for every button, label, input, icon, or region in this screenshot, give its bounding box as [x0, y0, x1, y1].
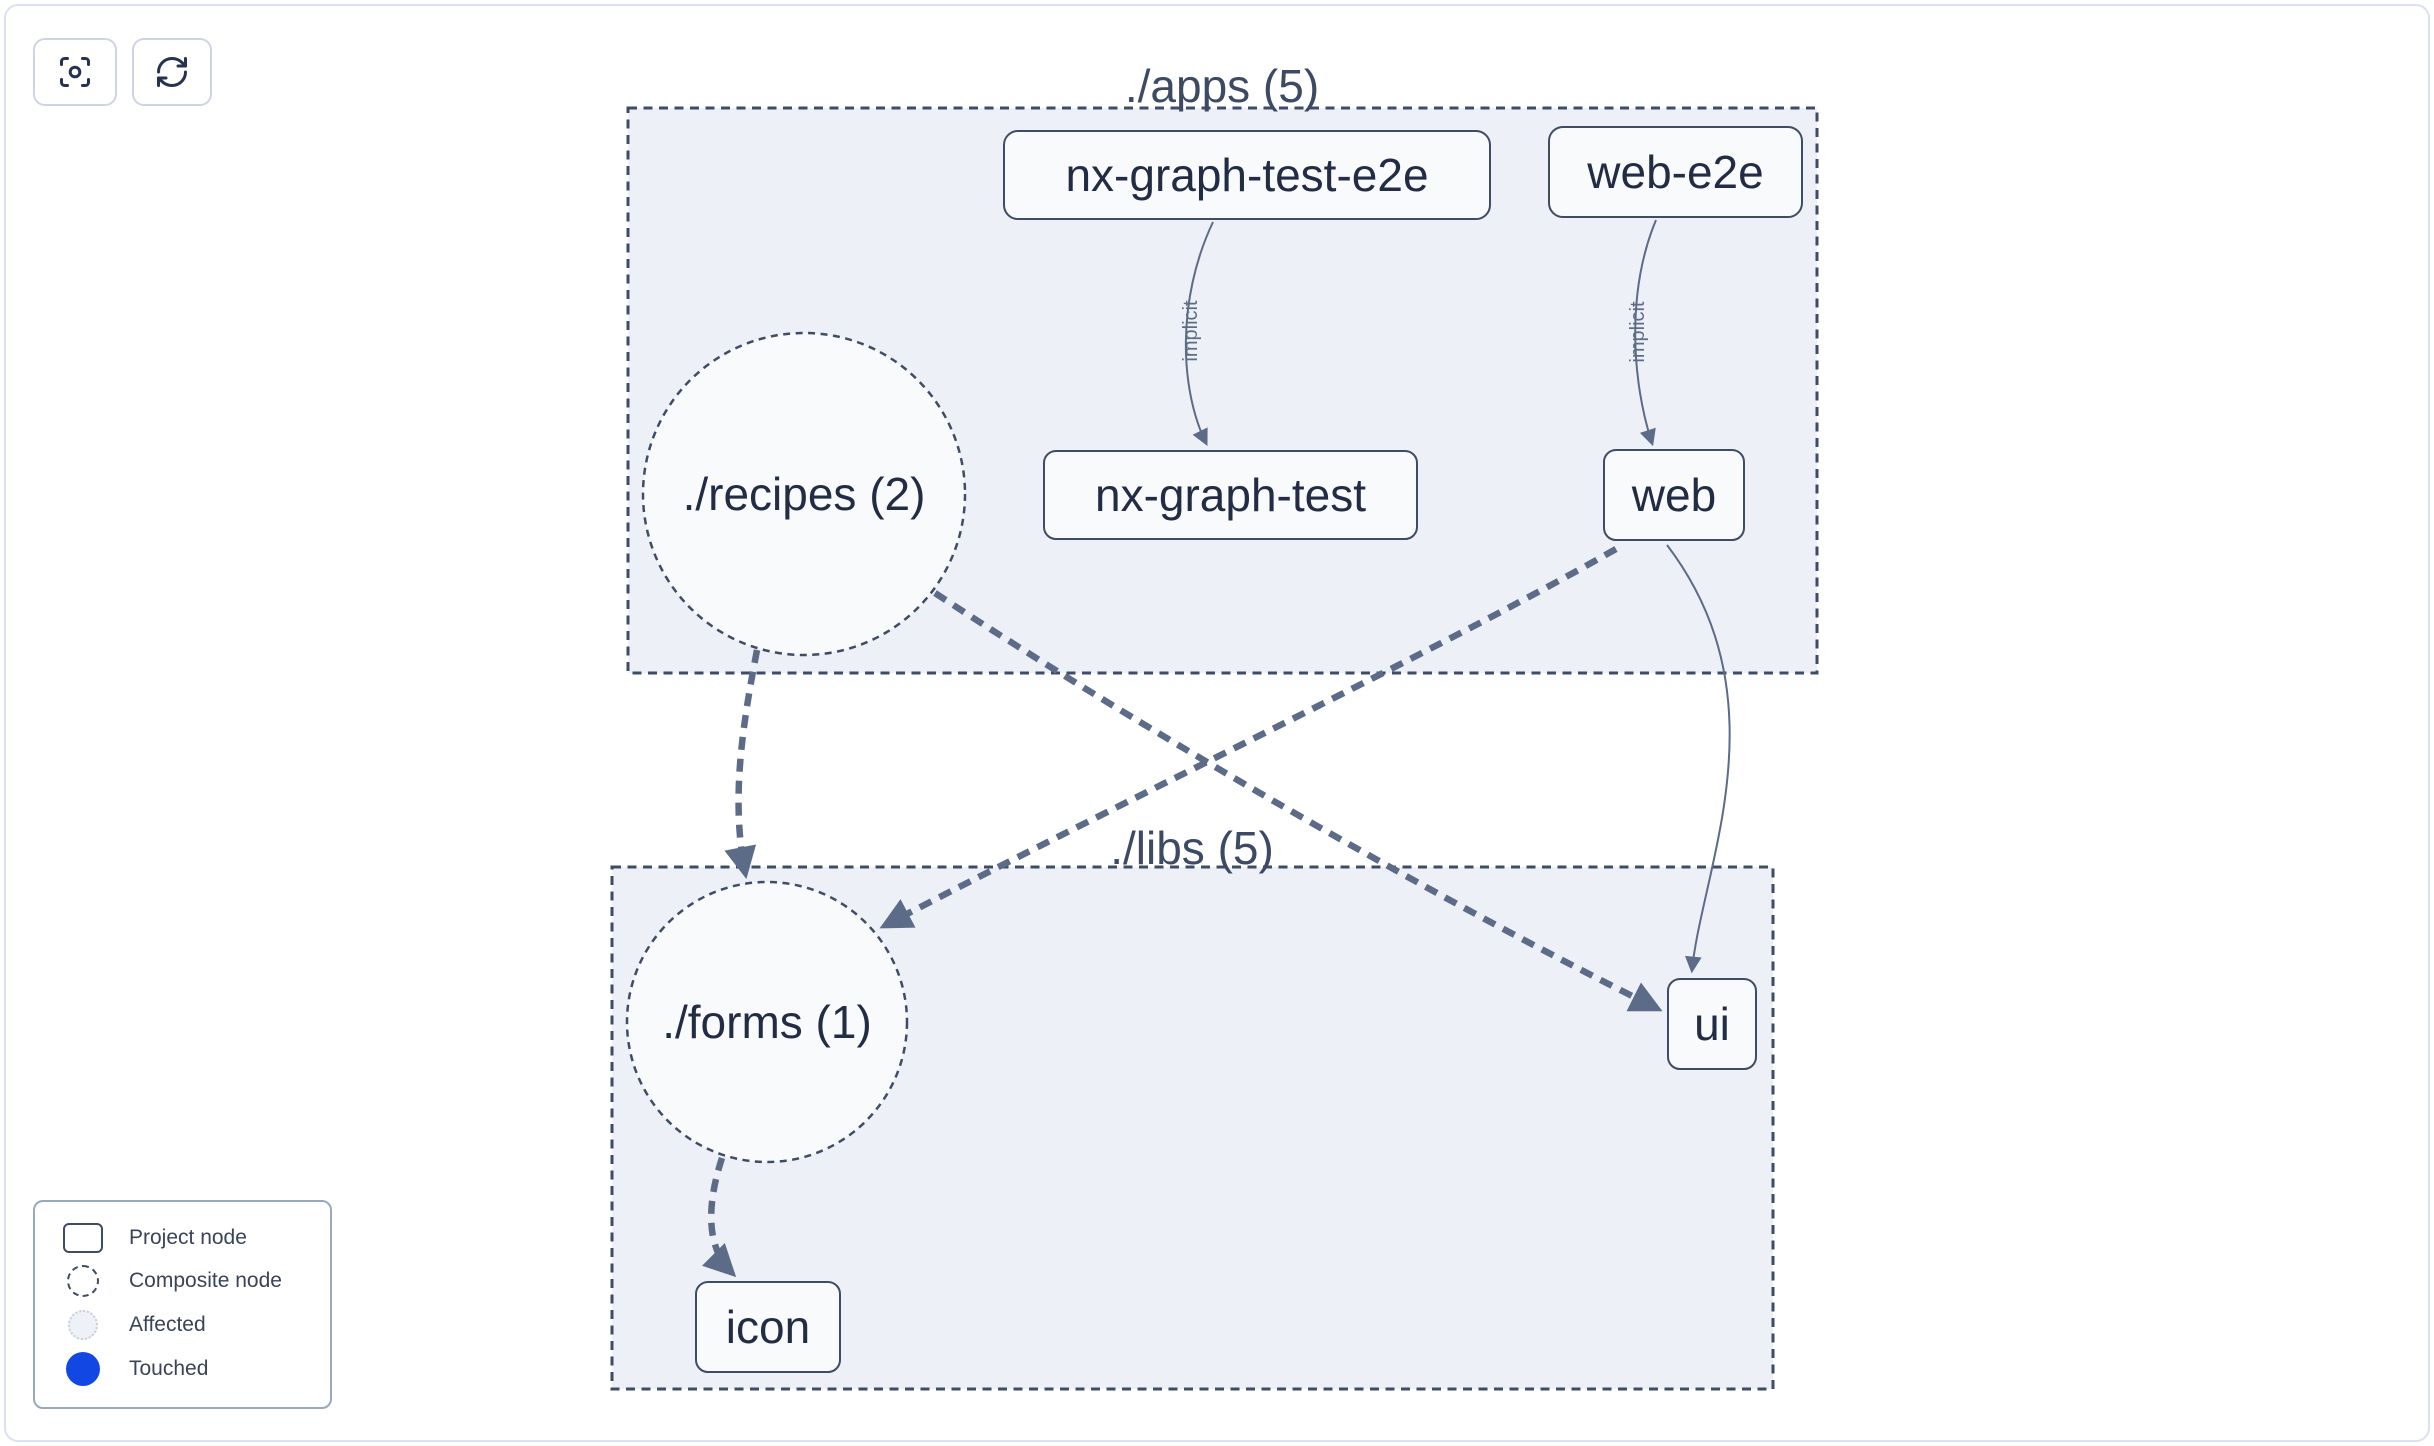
legend-panel: Project node Composite node Affected Tou… — [33, 1200, 332, 1409]
edge-label-implicit-nx-graph-test: implicit — [1180, 300, 1202, 362]
legend-item-affected: Affected — [35, 1309, 330, 1340]
legend-label: Touched — [129, 1357, 209, 1381]
legend-item-composite-node: Composite node — [35, 1265, 330, 1298]
edge-label-implicit-web: implicit — [1627, 301, 1649, 363]
edge-web-to-forms — [879, 546, 1618, 929]
refresh-button[interactable] — [132, 38, 212, 106]
edge-nx-graph-test-e2e-to-nx-graph-test — [1184, 221, 1214, 446]
legend-label: Project node — [129, 1225, 247, 1249]
legend-label: Composite node — [129, 1269, 282, 1293]
affected-swatch — [61, 1309, 105, 1340]
center-focus-button[interactable] — [33, 38, 117, 106]
composite-node-swatch — [61, 1265, 105, 1298]
libs-group-label: ./libs (5) — [1110, 822, 1274, 874]
project-node-swatch — [61, 1222, 105, 1253]
edge-recipes-to-forms — [724, 649, 761, 880]
center-focus-icon — [60, 57, 90, 87]
apps-group-label: ./apps (5) — [1124, 60, 1320, 112]
node-web[interactable]: web — [1603, 449, 1745, 541]
edge-recipes-to-ui — [933, 590, 1663, 1012]
legend-label: Affected — [129, 1312, 206, 1336]
node-ui[interactable]: ui — [1667, 978, 1757, 1070]
node-web-e2e[interactable]: web-e2e — [1548, 126, 1803, 218]
touched-swatch — [61, 1352, 105, 1387]
legend-item-project-node: Project node — [35, 1222, 330, 1253]
edge-web-to-ui — [1666, 544, 1731, 974]
edge-forms-to-icon — [702, 1156, 737, 1278]
legend-item-touched: Touched — [35, 1352, 330, 1387]
edge-web-e2e-to-web — [1634, 219, 1657, 447]
node-nx-graph-test[interactable]: nx-graph-test — [1043, 450, 1418, 540]
node-forms-composite-circle[interactable] — [625, 880, 909, 1164]
node-recipes-composite-circle[interactable] — [641, 331, 967, 657]
node-icon[interactable]: icon — [695, 1281, 841, 1373]
refresh-icon — [157, 57, 187, 87]
node-nx-graph-test-e2e[interactable]: nx-graph-test-e2e — [1003, 130, 1491, 220]
